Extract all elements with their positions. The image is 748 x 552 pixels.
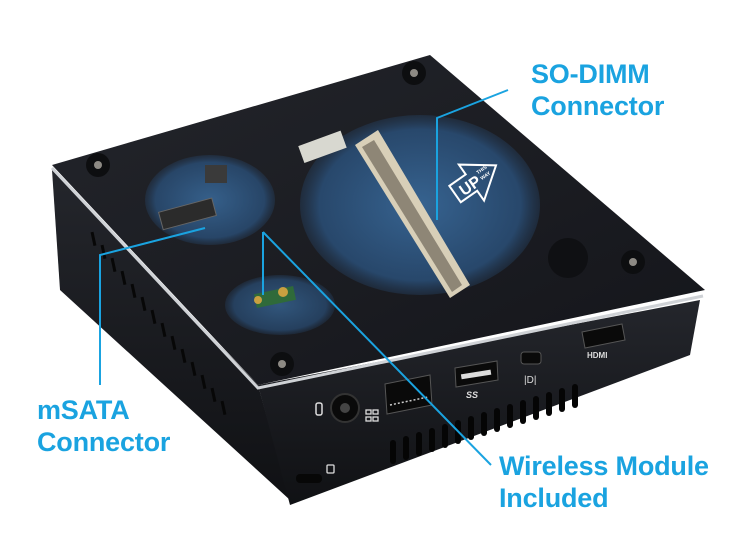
front-vents bbox=[390, 384, 578, 464]
wireless-module bbox=[253, 285, 297, 309]
side-vents bbox=[90, 231, 227, 416]
sodimm-leader-line bbox=[436, 89, 509, 220]
displayport-icon: |D| bbox=[524, 375, 536, 386]
msata-leader-line bbox=[99, 227, 206, 385]
callout-lines bbox=[99, 89, 509, 466]
port-hdmi bbox=[581, 323, 626, 349]
network-icon bbox=[365, 409, 379, 422]
lock-icon bbox=[326, 464, 335, 474]
svg-text:WAY: WAY bbox=[480, 170, 493, 182]
msata-slot bbox=[157, 165, 227, 231]
port-usb3 bbox=[454, 360, 499, 388]
port-mini-displayport bbox=[520, 351, 542, 365]
usb-ss-icon: SS bbox=[466, 390, 478, 400]
port-dc-in bbox=[330, 393, 360, 423]
wireless-leader-line-2 bbox=[262, 231, 492, 466]
screws bbox=[86, 61, 645, 376]
hdmi-icon: HDMI bbox=[587, 351, 607, 360]
sodimm-callout-line2: Connector bbox=[531, 91, 665, 121]
wireless-callout-line2: Included bbox=[499, 483, 609, 513]
svg-text:THIS: THIS bbox=[476, 164, 489, 176]
chassis-front-side bbox=[258, 300, 700, 505]
msata-callout-line1: mSATA bbox=[37, 395, 130, 425]
sodimm-connector-callout: SO-DIMM Connector bbox=[531, 58, 664, 122]
power-plug-icon bbox=[315, 402, 323, 416]
port-kensington-lock bbox=[296, 474, 322, 483]
sodimm-callout-line1: SO-DIMM bbox=[531, 59, 650, 89]
wireless-callout-line1: Wireless Module bbox=[499, 451, 709, 481]
sodimm-slot bbox=[298, 130, 470, 298]
msata-connector-callout: mSATA Connector bbox=[37, 394, 170, 458]
msata-callout-line2: Connector bbox=[37, 427, 171, 457]
wireless-module-callout: Wireless Module Included bbox=[499, 450, 709, 514]
